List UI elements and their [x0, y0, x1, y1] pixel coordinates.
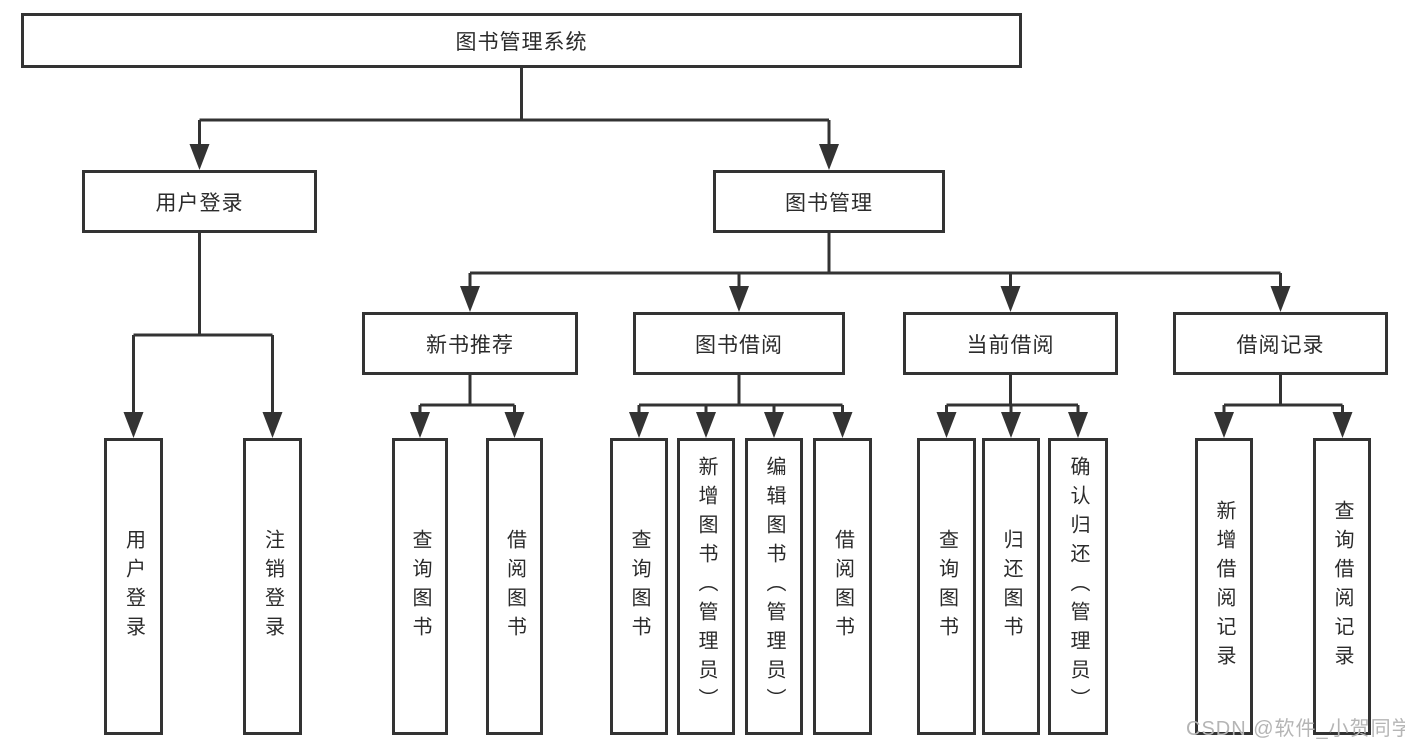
node-root: 图书管理系统 — [21, 13, 1022, 68]
node-user-login: 用户登录 — [82, 170, 317, 233]
node-current-borrowing: 当前借阅 — [903, 312, 1118, 375]
node-borrowing-records: 借阅记录 — [1173, 312, 1388, 375]
node-logout: 注销登录 — [243, 438, 302, 735]
node-nbr-borrow-books-label: 借阅图书 — [503, 528, 526, 645]
node-root-label: 图书管理系统 — [455, 30, 588, 54]
node-cb-confirm-return-admin: 确认归还（管理员） — [1048, 438, 1108, 735]
node-login: 用户登录 — [104, 438, 163, 735]
csdn-watermark: CSDN @软件_小贺同学 — [1186, 718, 1405, 740]
node-nbr-query-books-label: 查询图书 — [409, 528, 431, 645]
node-bb-borrow-books-label: 借阅图书 — [831, 528, 854, 645]
node-book-borrowing: 图书借阅 — [633, 312, 845, 375]
node-new-book-recommend-label: 新书推荐 — [426, 333, 514, 357]
node-cb-return-books: 归还图书 — [982, 438, 1040, 735]
node-logout-label: 注销登录 — [261, 528, 284, 645]
node-borrowing-records-label: 借阅记录 — [1236, 333, 1325, 357]
node-bb-add-books-admin: 新增图书（管理员） — [677, 438, 735, 735]
node-bb-borrow-books: 借阅图书 — [813, 438, 872, 735]
node-nbr-query-books: 查询图书 — [392, 438, 448, 735]
node-br-query-record-label: 查询借阅记录 — [1331, 499, 1353, 674]
node-br-query-record: 查询借阅记录 — [1313, 438, 1371, 735]
node-cb-confirm-return-admin-label: 确认归还（管理员） — [1067, 456, 1089, 717]
node-book-management-label: 图书管理 — [785, 191, 873, 215]
node-bb-query-books-label: 查询图书 — [628, 528, 650, 645]
node-login-label: 用户登录 — [122, 528, 145, 645]
node-bb-edit-books-admin: 编辑图书（管理员） — [745, 438, 803, 735]
node-new-book-recommend: 新书推荐 — [362, 312, 578, 375]
node-current-borrowing-label: 当前借阅 — [966, 333, 1055, 357]
node-nbr-borrow-books: 借阅图书 — [486, 438, 543, 735]
node-cb-query-books: 查询图书 — [917, 438, 976, 735]
node-br-add-record-label: 新增借阅记录 — [1213, 499, 1235, 674]
node-br-add-record: 新增借阅记录 — [1195, 438, 1253, 735]
node-bb-edit-books-admin-label: 编辑图书（管理员） — [763, 456, 785, 717]
node-bb-add-books-admin-label: 新增图书（管理员） — [695, 456, 717, 717]
node-bb-query-books: 查询图书 — [610, 438, 668, 735]
node-user-login-label: 用户登录 — [155, 191, 244, 215]
node-book-borrowing-label: 图书借阅 — [695, 333, 783, 357]
node-cb-return-books-label: 归还图书 — [1000, 528, 1022, 645]
node-book-management: 图书管理 — [713, 170, 945, 233]
node-cb-query-books-label: 查询图书 — [935, 528, 958, 645]
